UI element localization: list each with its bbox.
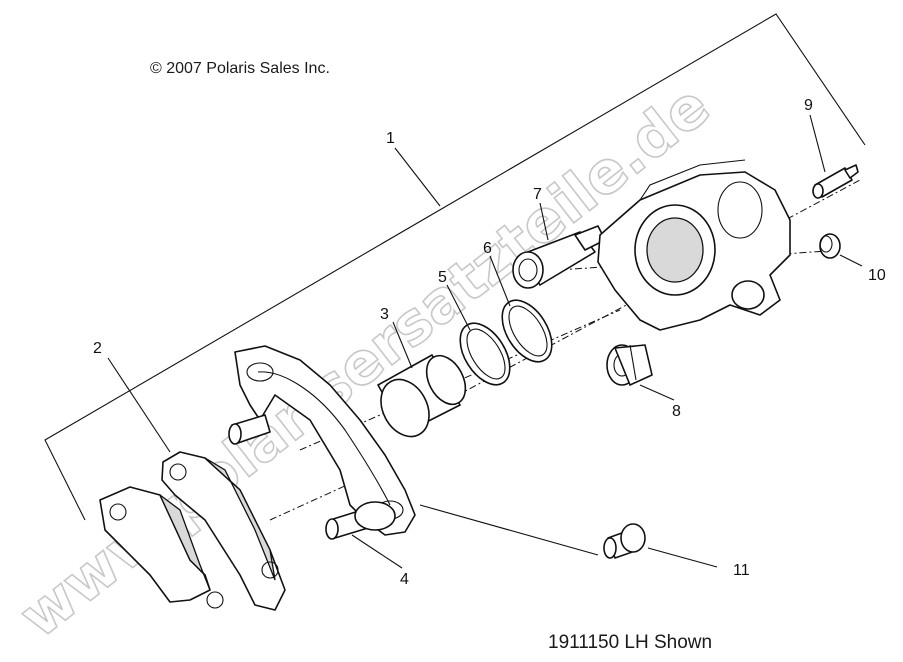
callout-9: 9 xyxy=(804,97,813,114)
copyright-notice: © 2007 Polaris Sales Inc. xyxy=(150,60,330,77)
bleeder-cap xyxy=(819,233,841,259)
caliper-body xyxy=(597,159,791,331)
callout-2: 2 xyxy=(93,340,102,357)
callout-11: 11 xyxy=(733,562,750,579)
diagram-id-caption: 1911150 LH Shown xyxy=(548,632,713,653)
callout-7: 7 xyxy=(533,186,542,203)
assembly-bracket xyxy=(44,13,866,521)
boot-7 xyxy=(512,225,606,289)
caliper-bracket xyxy=(228,345,416,540)
callout-8: 8 xyxy=(672,403,681,420)
callouts: 1 2 3 4 5 6 7 8 9 10 11 xyxy=(93,97,886,588)
boot-8 xyxy=(606,344,653,386)
callout-1: 1 xyxy=(386,130,395,147)
leader-lines xyxy=(107,114,863,569)
bleeder-screw xyxy=(812,164,859,199)
callout-6: 6 xyxy=(483,240,492,257)
callout-4: 4 xyxy=(400,571,409,588)
brake-pads xyxy=(99,451,286,611)
callout-5: 5 xyxy=(438,269,447,286)
callout-3: 3 xyxy=(380,306,389,323)
callout-10: 10 xyxy=(868,267,886,284)
piston xyxy=(377,354,467,438)
mounting-bolt xyxy=(603,523,646,559)
